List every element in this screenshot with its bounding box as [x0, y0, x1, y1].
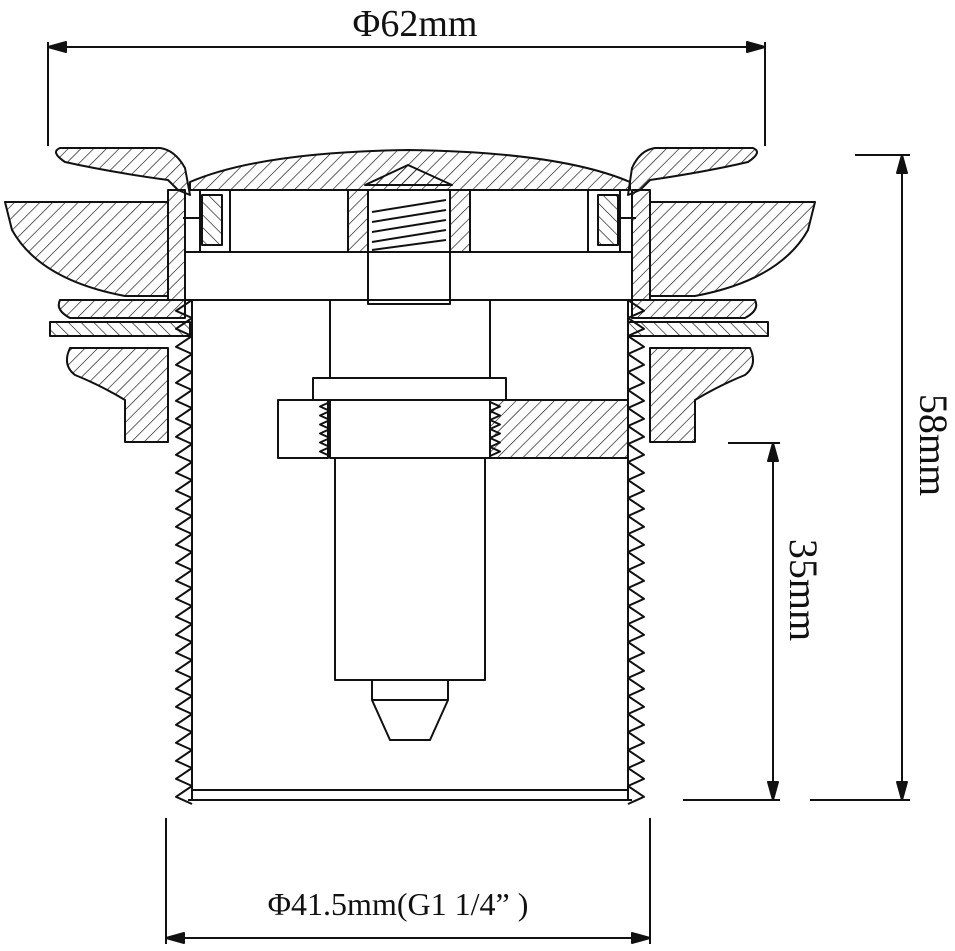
plug-cap-body	[183, 164, 636, 253]
basin-wall	[4, 201, 816, 297]
thread-length-dimension	[683, 442, 780, 801]
lock-nut	[65, 347, 755, 443]
outer-thread	[175, 299, 645, 805]
thread-diameter-label: Φ41.5mm(G1 1/4” )	[268, 886, 529, 922]
total-height-label: 58mm	[911, 394, 955, 496]
plug-stem	[277, 299, 629, 741]
gaskets	[49, 299, 769, 337]
top-diameter-label: Φ62mm	[353, 3, 478, 45]
drain-body	[167, 189, 651, 801]
thread-length-label: 35mm	[781, 539, 826, 641]
top-diameter-dimension	[47, 41, 766, 146]
thread-diameter-dimension	[165, 818, 651, 944]
total-height-dimension	[810, 154, 910, 801]
